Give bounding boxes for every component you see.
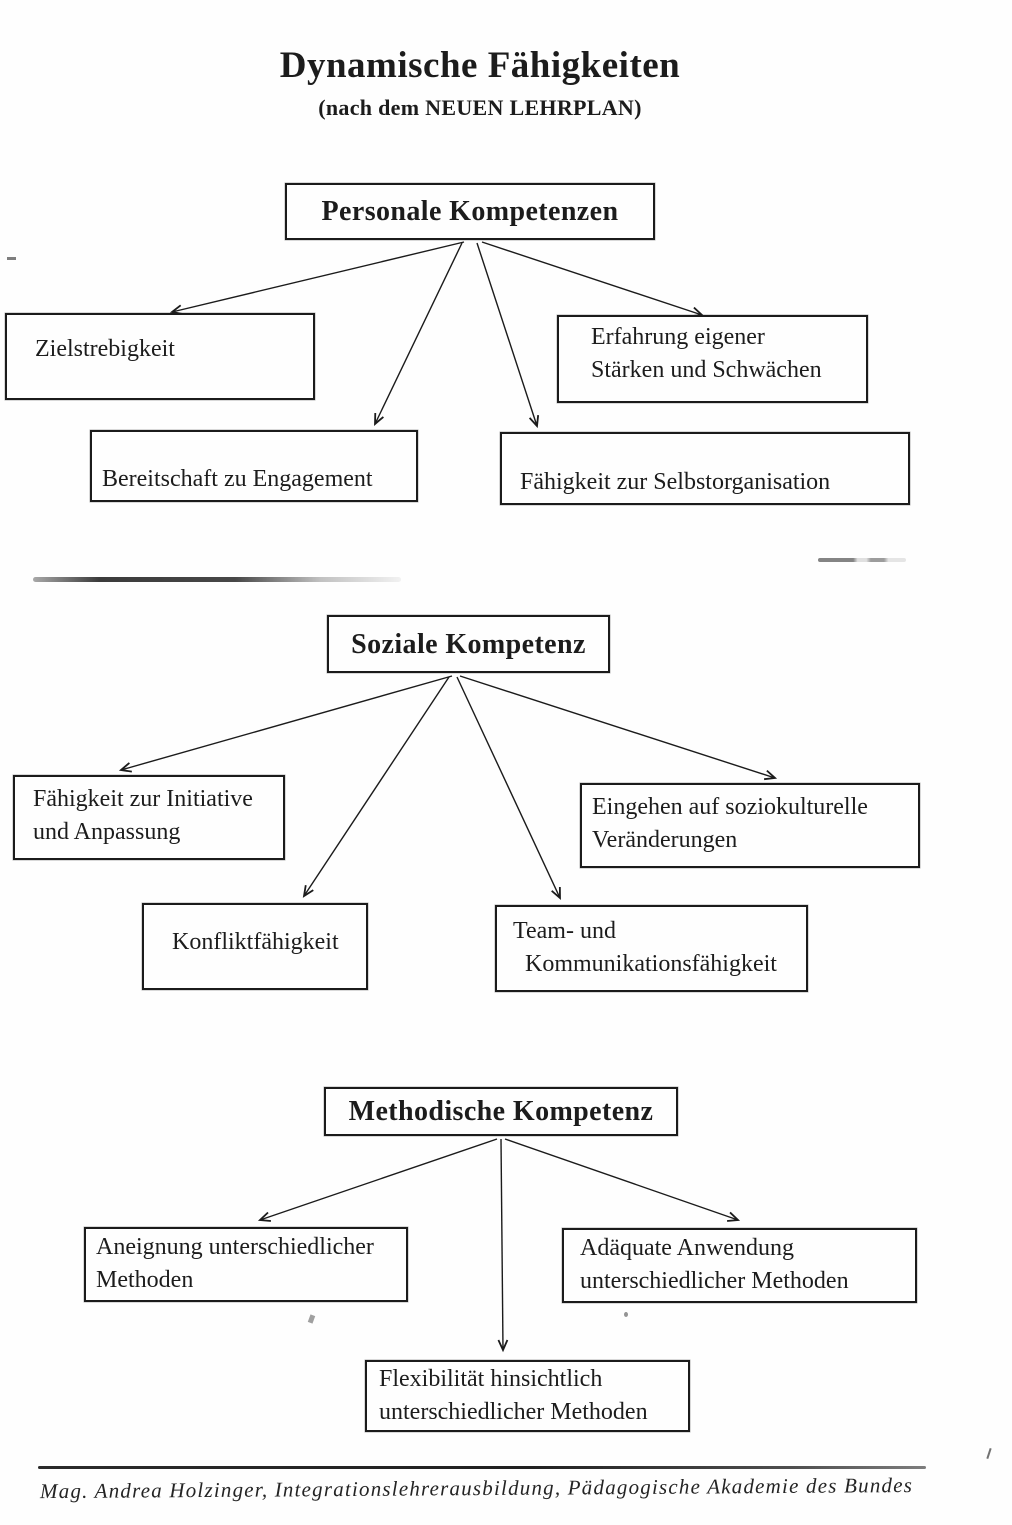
node-selbstorganisation: Fähigkeit zur Selbstorganisation [500, 432, 910, 505]
node-label-line2: Methoden [96, 1267, 194, 1293]
node-label-line2: und Anpassung [33, 819, 181, 845]
node-label-line2: Stärken und Schwächen [591, 357, 822, 383]
node-team-kommunikation: Team- und Kommunikationsfähigkeit [495, 905, 808, 992]
section-header-label: Methodische Kompetenz [348, 1096, 654, 1127]
page-title: Dynamische Fähigkeiten [279, 45, 681, 86]
node-label-line2: unterschiedlicher Methoden [580, 1268, 849, 1294]
scan-artifact-streak [818, 558, 906, 562]
node-soziokulturelle-veraenderungen: Eingehen auf soziokulturelle Veränderung… [580, 783, 920, 868]
node-zielstrebigkeit: Zielstrebigkeit [5, 313, 315, 400]
section-header-label: Personale Kompetenzen [321, 196, 619, 227]
node-label-line1: Erfahrung eigener [591, 324, 765, 350]
node-label-line1: Eingehen auf soziokulturelle [592, 794, 868, 820]
node-aneignung-methoden: Aneignung unterschiedlicher Methoden [84, 1227, 408, 1302]
node-label: Zielstrebigkeit [35, 336, 175, 362]
node-label-line2: unterschiedlicher Methoden [379, 1399, 648, 1425]
scan-artifact-speck [624, 1312, 628, 1317]
node-label: Bereitschaft zu Engagement [102, 466, 373, 492]
section-header-methodische-kompetenz: Methodische Kompetenz [324, 1087, 678, 1136]
scan-artifact-streak [33, 577, 401, 582]
node-konfliktfaehigkeit: Konfliktfähigkeit [142, 903, 368, 990]
title-block: Dynamische Fähigkeiten (nach dem NEUEN L… [230, 45, 730, 121]
node-bereitschaft-engagement: Bereitschaft zu Engagement [90, 430, 418, 502]
node-flexibilitaet-methoden: Flexibilität hinsichtlich unterschiedlic… [365, 1360, 690, 1432]
node-label-line1: Aneignung unterschiedlicher [96, 1234, 374, 1260]
node-label-line1: Flexibilität hinsichtlich [379, 1366, 603, 1392]
node-initiative-anpassung: Fähigkeit zur Initiative und Anpassung [13, 775, 285, 860]
node-label: Konfliktfähigkeit [172, 929, 339, 955]
scan-artifact-speck [986, 1447, 992, 1460]
node-erfahrung-staerken-schwaechen: Erfahrung eigener Stärken und Schwächen [557, 315, 868, 403]
footer-rule [38, 1466, 926, 1469]
section-header-soziale-kompetenz: Soziale Kompetenz [327, 615, 610, 673]
footer-credit: Mag. Andrea Holzinger, Integrationslehre… [39, 1473, 914, 1504]
scan-artifact-speck [7, 257, 16, 260]
section-header-personale-kompetenzen: Personale Kompetenzen [285, 183, 655, 240]
node-label-line1: Adäquate Anwendung [580, 1235, 794, 1261]
node-adaequate-anwendung: Adäquate Anwendung unterschiedlicher Met… [562, 1228, 917, 1303]
section-header-label: Soziale Kompetenz [351, 628, 586, 660]
node-label-line1: Team- und [513, 918, 616, 944]
node-label-line2: Veränderungen [592, 827, 738, 853]
node-label: Fähigkeit zur Selbstorganisation [520, 469, 831, 495]
node-label-line2: Kommunikationsfähigkeit [525, 951, 777, 977]
node-label-line1: Fähigkeit zur Initiative [33, 786, 253, 812]
scan-artifact-speck [307, 1314, 316, 1324]
page-subtitle: (nach dem NEUEN LEHRPLAN) [318, 94, 642, 120]
